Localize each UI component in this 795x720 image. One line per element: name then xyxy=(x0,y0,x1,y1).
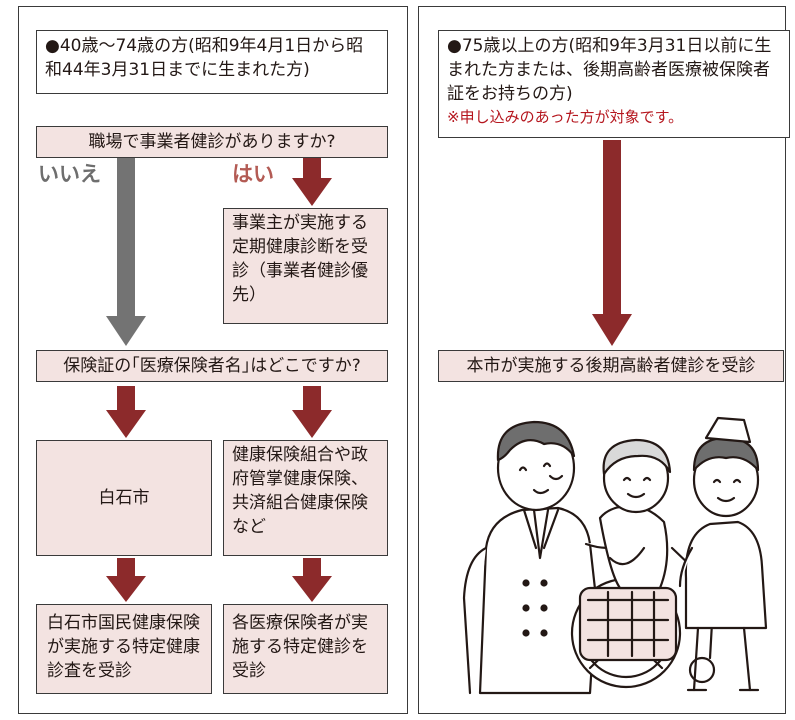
healthcare-illustration xyxy=(462,416,768,695)
other-insurer-box: 健康保険組合や政府管掌健康保険、共済組合健康保険など xyxy=(223,440,388,556)
right-result-box: 本市が実施する後期高齢者健診を受診 xyxy=(438,350,784,382)
city-box: 白石市 xyxy=(36,440,212,556)
question1-box: 職場で事業者健診がありますか? xyxy=(36,126,388,158)
other-result-text: 各医療保険者が実施する特定健診を受診 xyxy=(232,613,368,681)
yes-label: はい xyxy=(232,162,274,186)
city-result-text: 白石市国民健康保険が実施する特定健康診査を受診 xyxy=(47,613,200,681)
right-header-box: ●75歳以上の方(昭和9年3月31日以前に生まれた方または、後期高齢者医療被保険… xyxy=(438,30,790,138)
left-header-box: ●40歳〜74歳の方(昭和9年4月1日から昭和44年3月31日までに生まれた方) xyxy=(36,30,388,94)
gray-arrow-down xyxy=(106,158,146,346)
red-arrow-down xyxy=(106,386,146,438)
employer-text: 事業主が実施する定期健康診断を受診（事業者健診優先） xyxy=(232,213,368,305)
no-label: いいえ xyxy=(38,162,101,186)
right-header-text: ●75歳以上の方(昭和9年3月31日以前に生まれた方または、後期高齢者医療被保険… xyxy=(447,36,772,104)
red-arrow-down xyxy=(592,140,632,346)
other-result-box: 各医療保険者が実施する特定健診を受診 xyxy=(223,604,388,694)
question2-box: 保険証の｢医療保険者名｣はどこですか? xyxy=(36,350,388,382)
left-header-text: ●40歳〜74歳の方(昭和9年4月1日から昭和44年3月31日までに生まれた方) xyxy=(45,36,364,80)
city-result-box: 白石市国民健康保険が実施する特定健康診査を受診 xyxy=(36,604,212,694)
red-arrow-down xyxy=(292,158,332,206)
red-arrow-down xyxy=(292,386,332,438)
question1-text: 職場で事業者健診がありますか? xyxy=(88,132,336,152)
employer-box: 事業主が実施する定期健康診断を受診（事業者健診優先） xyxy=(223,208,388,324)
city-text: 白石市 xyxy=(98,488,150,508)
right-note-text: ※申し込みのあった方が対象です。 xyxy=(447,108,684,126)
red-arrow-down xyxy=(292,558,332,602)
question2-text: 保険証の｢医療保険者名｣はどこですか? xyxy=(63,356,361,376)
red-arrow-down xyxy=(106,558,146,602)
right-result-text: 本市が実施する後期高齢者健診を受診 xyxy=(466,356,756,376)
other-insurer-text: 健康保険組合や政府管掌健康保険、共済組合健康保険など xyxy=(232,445,368,537)
